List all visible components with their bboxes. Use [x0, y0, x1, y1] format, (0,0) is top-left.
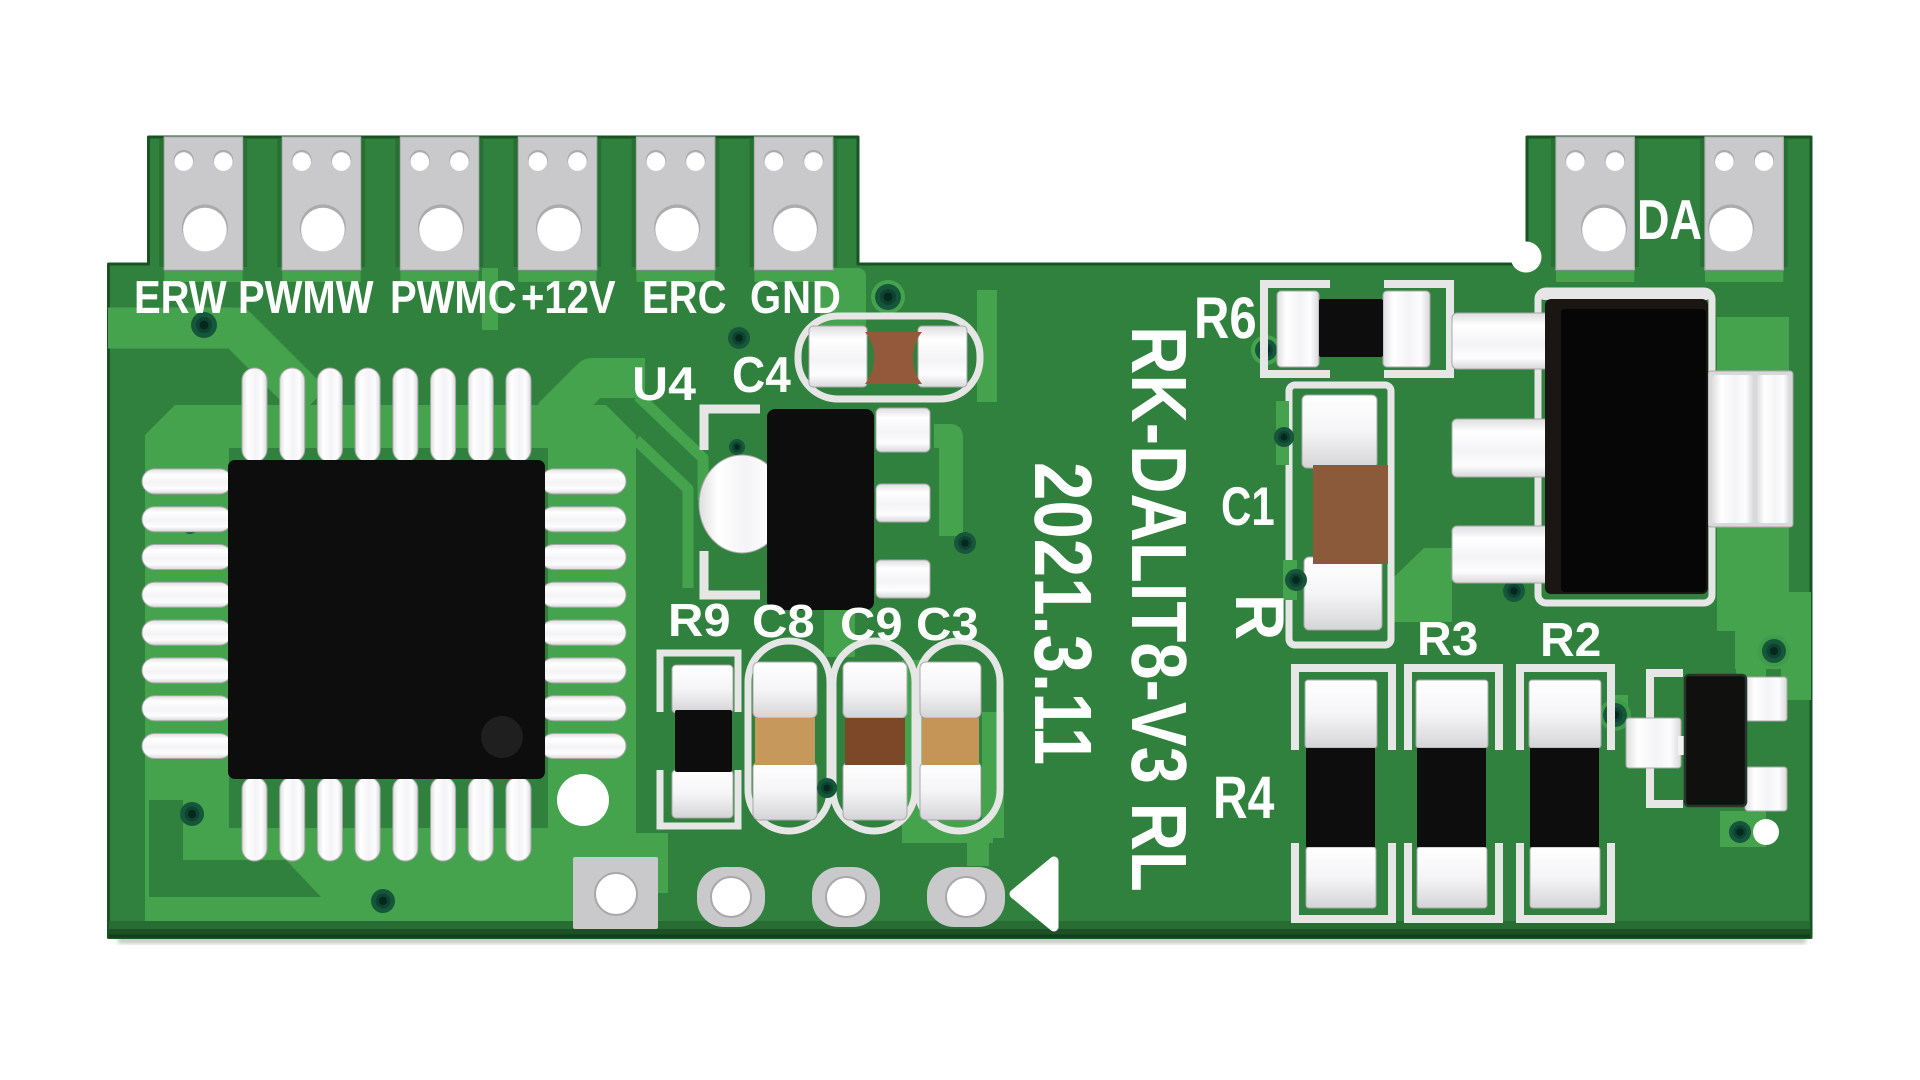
svg-text:ERC: ERC [642, 272, 726, 323]
svg-text:DA: DA [1637, 188, 1702, 252]
svg-text:2021.3.11: 2021.3.11 [1017, 462, 1108, 765]
svg-text:C1: C1 [1221, 476, 1275, 537]
svg-text:ERW: ERW [134, 272, 227, 323]
svg-text:R4: R4 [1213, 766, 1275, 832]
svg-text:RK-DALIT8-V3 RL: RK-DALIT8-V3 RL [1114, 326, 1202, 892]
svg-text:U4: U4 [632, 357, 696, 410]
svg-text:C4: C4 [732, 346, 791, 403]
svg-text:PWMC: PWMC [390, 272, 517, 323]
svg-text:C9: C9 [840, 599, 903, 650]
svg-text:R6: R6 [1194, 286, 1257, 351]
svg-text:PWMW: PWMW [238, 272, 374, 323]
svg-text:C8: C8 [752, 596, 815, 647]
svg-text:GND: GND [750, 272, 842, 323]
svg-text:R2: R2 [1540, 614, 1601, 667]
svg-text:R9: R9 [668, 595, 731, 646]
svg-text:C3: C3 [916, 599, 979, 650]
svg-text:R3: R3 [1417, 613, 1478, 666]
svg-text:+12V: +12V [521, 272, 616, 323]
svg-text:R: R [1221, 594, 1299, 640]
